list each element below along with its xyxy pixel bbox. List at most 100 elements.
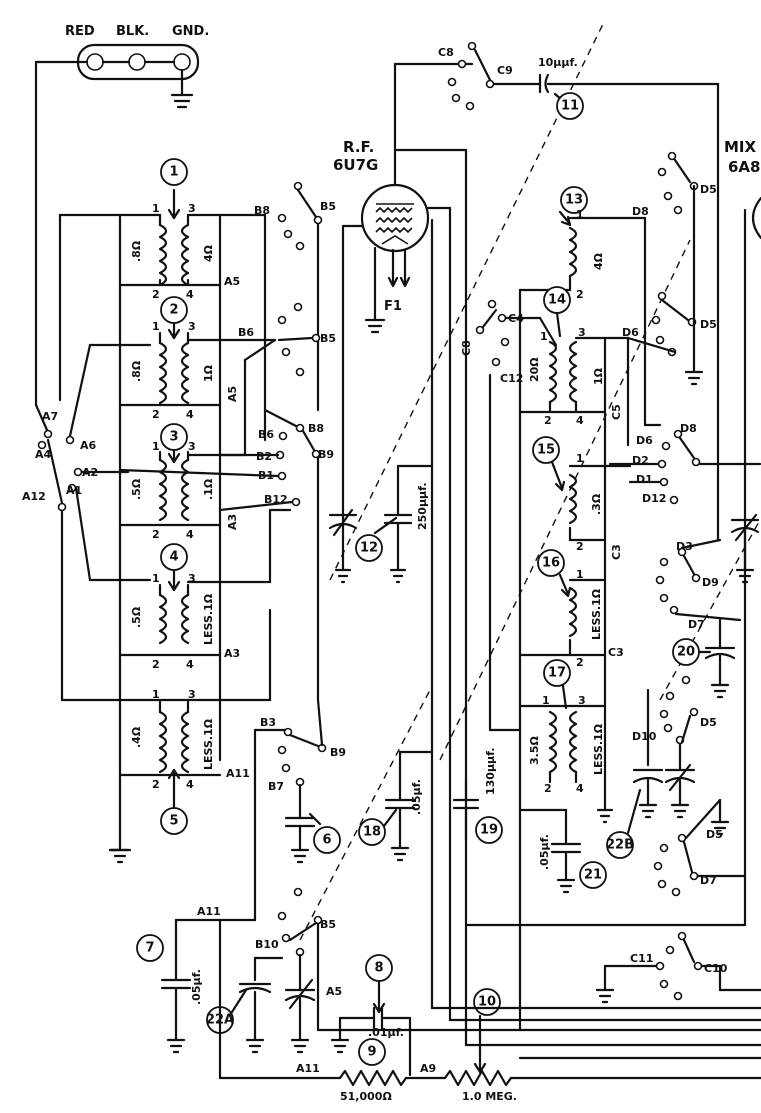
coil-17-pin-1: 1: [542, 694, 550, 707]
coil-4-pin-3: 3: [188, 572, 196, 585]
label-b5-low: B5: [320, 918, 336, 931]
label-d5-mid: D5: [700, 318, 717, 331]
label-b7: B7: [268, 780, 284, 793]
label-a1: A1: [66, 484, 82, 497]
coil-3-pin-1: 1: [152, 440, 160, 453]
label-b8-low: B8: [308, 422, 324, 435]
rf-filament-label: F1: [384, 299, 402, 314]
coil-4-primary-value: .5Ω: [130, 606, 143, 628]
coil-4-secondary-value: LESS.1Ω: [202, 593, 215, 645]
switch-linkage-lines: [299, 19, 761, 941]
mixer-tube-6a8: MIX 6A8: [464, 138, 761, 927]
coil-17-pin-4: 4: [576, 782, 584, 795]
coil-2: 1 3 2 4 .8Ω 1Ω 2 A5: [118, 296, 277, 421]
label-a11-coil: A11: [226, 767, 250, 780]
terminal-blk-label: BLK.: [116, 24, 149, 39]
band-switch-c: C8 C4 C12: [460, 299, 558, 732]
callout-18: 18: [363, 825, 381, 840]
coil-13: 13 1 2 4Ω: [518, 186, 647, 301]
label-d5-bottom: D5: [706, 828, 723, 841]
label-d5-top: D5: [700, 183, 717, 196]
callout-20: 20: [677, 645, 695, 660]
label-b2: B2: [256, 450, 272, 463]
callout-3: 3: [169, 430, 178, 445]
rf-tube-6u7g: R.F. 6U7G F1: [333, 62, 474, 1022]
coil-2-primary-value: .8Ω: [130, 360, 143, 382]
label-a4: A4: [35, 448, 52, 461]
label-a5-top: A5: [224, 275, 240, 288]
coil-16: 16 1 2 LESS.1Ω C3: [518, 549, 624, 669]
callout-16: 16: [542, 556, 560, 571]
coil-14-primary-value: 20Ω: [528, 357, 541, 382]
callout-9: 9: [367, 1045, 376, 1060]
coil-2-pin-1: 1: [152, 320, 160, 333]
callout-2: 2: [169, 303, 178, 318]
label-c3-low: C3: [608, 646, 624, 659]
resistor-1meg-10: 10 1.0 MEG.: [443, 988, 761, 1103]
callout-10: 10: [478, 995, 496, 1010]
coil-17-primary-value: 3.5Ω: [528, 736, 541, 765]
coil-14-pin-2: 2: [544, 414, 552, 427]
callout-7: 7: [145, 941, 154, 956]
cap-130-value: 130μμf.: [484, 747, 497, 795]
coil-2-pin-3: 3: [188, 320, 196, 333]
cap-10-value: 10μμf.: [538, 56, 578, 69]
terminal-gnd-label: GND.: [172, 24, 209, 39]
coil-16-value: LESS.1Ω: [590, 588, 603, 640]
coil-2-pin-2: 2: [152, 408, 160, 421]
coil-1-secondary-value: 4Ω: [202, 244, 215, 262]
label-c5: C5: [610, 404, 623, 420]
coil-13-pin-1: 1: [576, 208, 584, 221]
label-c10: C10: [704, 962, 728, 975]
terminal-red-label: RED: [65, 24, 95, 39]
capacitor-01uf-8: 8 .01μf.: [330, 954, 412, 1077]
coil-15-value: .3Ω: [590, 493, 603, 515]
label-a3-low: A3: [224, 647, 240, 660]
callout-13: 13: [565, 193, 583, 208]
label-a11-bottom: A11: [296, 1062, 320, 1075]
coil-5-pin-1: 1: [152, 688, 160, 701]
label-c3-mid: C3: [610, 544, 623, 560]
coil-14-pin-4: 4: [576, 414, 584, 427]
label-b6-low: B6: [258, 428, 274, 441]
coil-3-primary-value: .5Ω: [130, 478, 143, 500]
coil-1-pin-2: 2: [152, 288, 160, 301]
label-b6-mid: B6: [238, 326, 254, 339]
label-b5-top: B5: [320, 200, 336, 213]
coil-1: 1 3 2 4 .8Ω 4Ω 1 A5: [118, 158, 267, 301]
label-b9-low: B9: [330, 746, 346, 759]
label-c9: C9: [497, 64, 513, 77]
coil-5-secondary-value: LESS.1Ω: [202, 718, 215, 770]
coil-17-pin-3: 3: [578, 694, 586, 707]
coil-5: 1 3 2 4 .4Ω LESS.1Ω 5 A11: [118, 608, 272, 835]
label-b5-mid: B5: [320, 332, 336, 345]
rf-tube-label: R.F.: [343, 138, 374, 156]
callout-5: 5: [169, 814, 178, 829]
label-a7: A7: [42, 410, 58, 423]
resistor-51k-9: A11 A9 51,000Ω 9: [218, 918, 447, 1103]
label-d5-low: D5: [700, 716, 717, 729]
coil-3-pin-3: 3: [188, 440, 196, 453]
label-c8-top: C8: [438, 46, 454, 59]
coil-3-pin-4: 4: [186, 528, 194, 541]
mixer-tube-label: MIX: [724, 138, 757, 156]
label-c11: C11: [630, 952, 653, 965]
label-d6-top: D6: [622, 326, 639, 339]
label-a9: A9: [420, 1062, 436, 1075]
coil-15: 15 1 2 .3Ω C3: [532, 436, 632, 560]
coil-4-pin-4: 4: [186, 658, 194, 671]
callout-12: 12: [360, 541, 378, 556]
coil-15-pin-1: 1: [576, 452, 584, 465]
coil-13-pin-2: 2: [576, 288, 584, 301]
callout-8: 8: [374, 961, 383, 976]
capacitor-05uf-18: .05μf. 18: [358, 750, 434, 862]
switch-c10-c11: C11 C10: [595, 931, 761, 1004]
callout-22b: 22B: [606, 838, 634, 853]
coil-5-pin-2: 2: [152, 778, 160, 791]
capacitor-05uf-21: .05μf. 21: [518, 808, 607, 894]
label-b3: B3: [260, 716, 276, 729]
antenna-coil-stack: 1 3 2 4 .8Ω 4Ω 1 A5 1 3 2 4 .8Ω 1Ω: [58, 158, 292, 864]
coil-5-pin-3: 3: [188, 688, 196, 701]
callout-17: 17: [548, 666, 566, 681]
capacitor-05uf-7: A11 .05μf. 7: [136, 905, 257, 1054]
